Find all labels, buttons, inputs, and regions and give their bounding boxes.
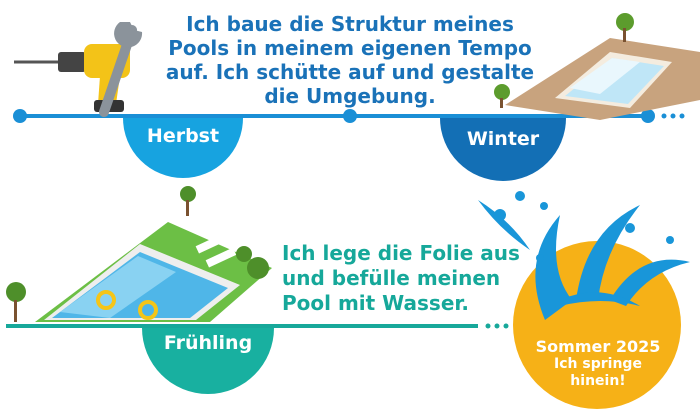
pool-filled-icon (6, 186, 272, 322)
herbst-circle (123, 118, 243, 178)
timeline-dot-mid (343, 109, 357, 123)
season-sommer: Sommer 2025 Ich springe hinein! (514, 337, 682, 390)
pool-construction-icon (494, 13, 700, 120)
middle-description: Ich lege die Folie aus und befülle meine… (282, 241, 520, 315)
winter-circle (440, 118, 566, 181)
season-herbst: Herbst (146, 125, 220, 147)
sommer-line3: hinein! (570, 373, 626, 389)
timeline-dot-right (641, 109, 655, 123)
top-description: Ich baue die Struktur meines Pools in me… (165, 12, 535, 108)
sommer-line2: Ich springe (554, 356, 642, 372)
timeline-dot-left (13, 109, 27, 123)
fruehling-circle (142, 328, 274, 394)
wrench-icon (99, 22, 143, 117)
season-fruehling: Frühling (163, 332, 253, 354)
splash-icon (478, 191, 690, 320)
sommer-title: Sommer 2025 (535, 337, 661, 356)
season-winter: Winter (466, 128, 540, 150)
